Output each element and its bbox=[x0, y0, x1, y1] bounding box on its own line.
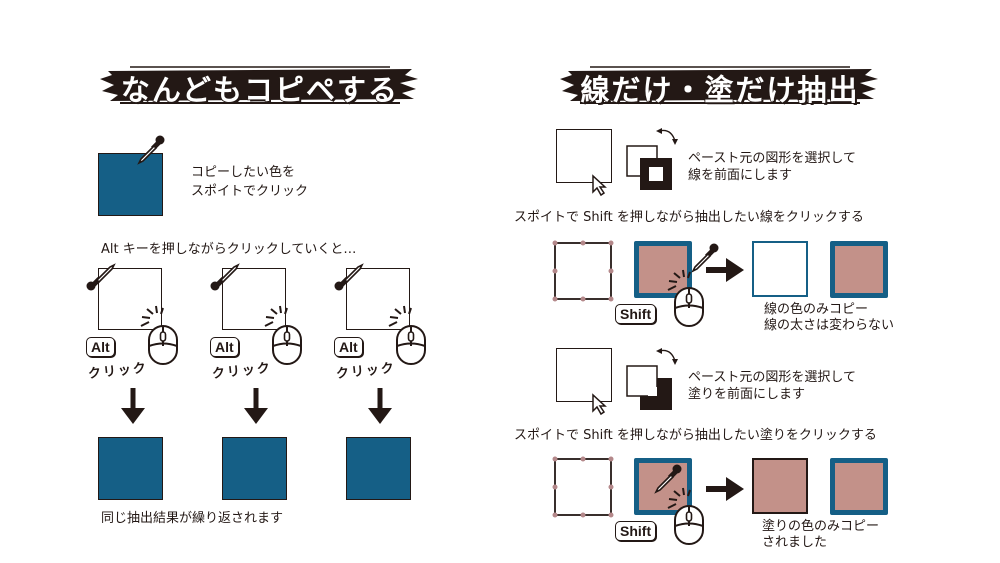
stroke-instruction-line1: ペースト元の図形を選択して bbox=[688, 151, 856, 166]
shift-key-badge: Shift bbox=[615, 521, 657, 541]
shift-key-badge: Shift bbox=[615, 304, 657, 324]
click-label: クリック bbox=[211, 360, 273, 383]
eyedropper-icon bbox=[138, 134, 166, 164]
click-label: クリック bbox=[87, 360, 149, 383]
result-text: 同じ抽出結果が繰り返されます bbox=[101, 511, 284, 526]
swap-arrow-icon bbox=[655, 347, 679, 366]
selected-target-square bbox=[552, 456, 614, 518]
click-burst-icon bbox=[264, 305, 288, 327]
source-swatch-rose-navy-stroke bbox=[634, 241, 692, 298]
fill-front-icon bbox=[626, 365, 672, 410]
fill-step-text: スポイトで Shift を押しながら抽出したい塗りをクリックする bbox=[514, 428, 877, 443]
fill-instruction-line1: ペースト元の図形を選択して bbox=[688, 370, 856, 385]
click-burst-icon bbox=[388, 305, 412, 327]
eyedropper-icon bbox=[692, 242, 720, 272]
stroke-front-icon bbox=[626, 145, 672, 190]
mouse-icon bbox=[272, 325, 302, 365]
cursor-arrow-icon bbox=[592, 394, 606, 415]
eyedropper-icon bbox=[209, 264, 239, 292]
brush-stroke-background bbox=[560, 66, 878, 104]
left-title-banner: なんどもコピペする bbox=[100, 63, 420, 108]
mouse-icon bbox=[674, 505, 704, 545]
step2-intro: Alt キーを押しながらクリックしていくと… bbox=[101, 242, 357, 257]
left-title: なんどもコピペする bbox=[120, 72, 400, 108]
alt-key-badge: Alt bbox=[210, 337, 239, 357]
right-title-banner: 線だけ・塗だけ抽出 bbox=[560, 63, 880, 108]
mouse-icon bbox=[148, 325, 178, 365]
fill-result-caption-line1: 塗りの色のみコピー bbox=[762, 519, 880, 534]
eyedropper-icon bbox=[655, 463, 683, 493]
cursor-arrow-icon bbox=[592, 175, 606, 196]
click-burst-icon bbox=[667, 487, 691, 509]
result-swatch-rose-black-stroke bbox=[752, 458, 808, 514]
selected-target-square bbox=[552, 240, 614, 302]
click-burst-icon bbox=[667, 269, 691, 291]
eyedropper-icon bbox=[85, 264, 115, 292]
stroke-instruction-line2: 線を前面にします bbox=[688, 168, 793, 183]
step1-text-line2: スポイトでクリック bbox=[191, 184, 309, 199]
eyedropper-icon bbox=[333, 264, 363, 292]
brush-stroke-background bbox=[100, 66, 418, 104]
right-arrow-icon bbox=[706, 477, 744, 501]
result-swatch-white-navy-stroke bbox=[752, 241, 808, 297]
mouse-icon bbox=[674, 287, 704, 327]
stroke-step-text: スポイトで Shift を押しながら抽出したい線をクリックする bbox=[514, 210, 864, 225]
swap-arrow-icon bbox=[655, 127, 679, 146]
click-label: クリック bbox=[335, 360, 397, 383]
fill-instruction-line2: 塗りを前面にします bbox=[688, 387, 806, 402]
down-arrow-icon bbox=[244, 388, 268, 424]
fill-result-caption-line2: されました bbox=[762, 535, 828, 550]
stroke-result-caption-line2: 線の太さは変わらない bbox=[764, 318, 895, 333]
reference-swatch-rose-navy-stroke bbox=[830, 458, 888, 515]
target-square bbox=[346, 268, 410, 330]
down-arrow-icon bbox=[121, 388, 145, 424]
result-swatch-navy bbox=[346, 437, 411, 500]
source-object-square bbox=[556, 348, 612, 402]
source-swatch-navy bbox=[98, 153, 163, 216]
reference-swatch-rose-navy-stroke bbox=[830, 241, 888, 298]
stroke-result-caption-line1: 線の色のみコピー bbox=[764, 302, 869, 317]
target-square bbox=[222, 268, 286, 330]
down-arrow-icon bbox=[368, 388, 392, 424]
right-title: 線だけ・塗だけ抽出 bbox=[580, 72, 860, 108]
step1-text-line1: コピーしたい色を bbox=[191, 165, 296, 180]
click-burst-icon bbox=[140, 305, 164, 327]
alt-key-badge: Alt bbox=[334, 337, 363, 357]
source-object-square bbox=[556, 129, 612, 183]
alt-key-badge: Alt bbox=[86, 337, 115, 357]
right-arrow-icon bbox=[706, 258, 744, 282]
result-swatch-navy bbox=[222, 437, 287, 500]
result-swatch-navy bbox=[98, 437, 163, 500]
target-square bbox=[98, 268, 162, 330]
mouse-icon bbox=[396, 325, 426, 365]
